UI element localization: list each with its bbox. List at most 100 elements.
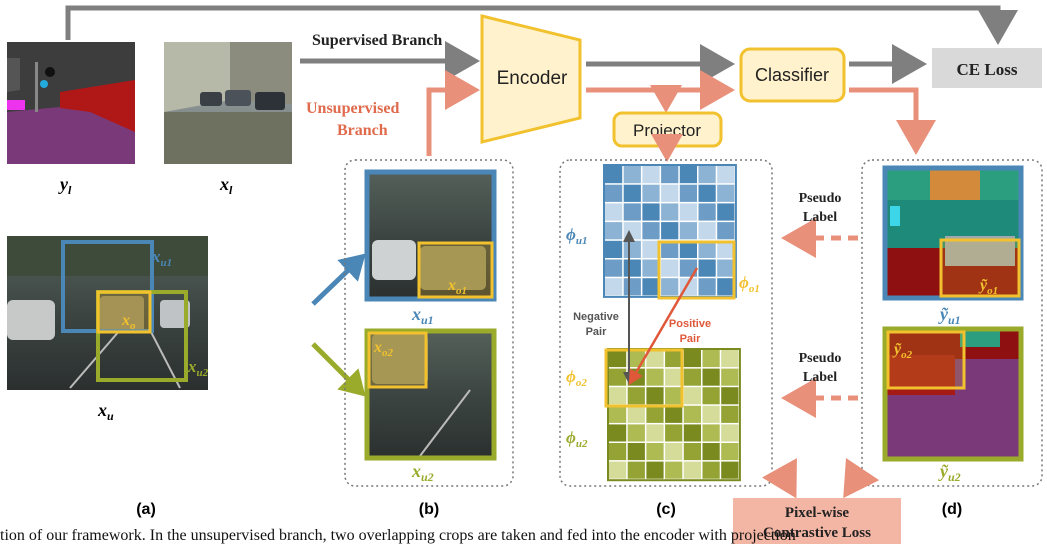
feature-cell — [609, 461, 627, 479]
feature-cell — [623, 184, 641, 202]
feature-cell — [702, 424, 720, 442]
feature-grid-u2 — [607, 348, 741, 482]
feature-cell — [702, 368, 720, 386]
positive-pair-label: Positive — [669, 318, 711, 330]
feature-cell — [698, 278, 716, 296]
xo-label-a: xo — [121, 312, 136, 332]
feature-cell — [661, 203, 679, 221]
encoder-block — [480, 14, 582, 144]
feature-cell — [665, 368, 683, 386]
encoder-label: Encoder — [497, 68, 568, 89]
feature-cell — [679, 259, 697, 277]
panel-label-d: (d) — [942, 501, 962, 518]
feature-cell — [683, 461, 701, 479]
xu2-label-a: xu2 — [187, 357, 209, 379]
feature-cell — [717, 203, 735, 221]
label-image-yl — [7, 42, 135, 164]
feature-cell — [661, 184, 679, 202]
feature-cell — [623, 203, 641, 221]
overlap-xo1-box — [417, 241, 494, 299]
negative-pair-label: Negative — [573, 311, 619, 323]
feature-cell — [683, 424, 701, 442]
panel-d-container — [861, 159, 1043, 487]
feature-cell — [702, 387, 720, 405]
feature-cell — [609, 405, 627, 423]
pseudo-label-bottom: Pseudo — [799, 351, 842, 366]
photo-xl — [164, 42, 292, 164]
feature-cell — [623, 259, 641, 277]
feature-cell — [721, 368, 739, 386]
feature-cell — [627, 405, 645, 423]
feature-cell — [702, 443, 720, 461]
crop-xu2-image — [367, 331, 494, 458]
arrow-to-xu1 — [311, 253, 366, 306]
feature-cell — [683, 405, 701, 423]
panel-c-container — [559, 159, 773, 487]
feature-cell — [642, 166, 660, 184]
feature-cell — [683, 350, 701, 368]
feature-cell — [609, 424, 627, 442]
feature-cell — [627, 461, 645, 479]
phi-o1-label: ϕo1 — [739, 273, 760, 295]
feature-cell — [717, 278, 735, 296]
feature-cell — [665, 387, 683, 405]
xl-label: xl — [219, 174, 233, 197]
feature-cell — [646, 350, 664, 368]
feature-cell — [646, 461, 664, 479]
feature-cell — [698, 259, 716, 277]
feature-cell — [605, 203, 623, 221]
feature-cell — [721, 350, 739, 368]
positive-pair-arrow — [628, 267, 699, 386]
feature-cell — [698, 166, 716, 184]
top-loop-line — [65, 5, 1018, 45]
feature-cell — [679, 184, 697, 202]
feature-cell — [605, 259, 623, 277]
feature-cell — [642, 222, 660, 240]
feature-cell — [627, 424, 645, 442]
xo1-label: xo1 — [447, 277, 467, 297]
xu1-label-b: xu1 — [411, 304, 434, 327]
arrow-c-contrastive — [761, 458, 797, 499]
phi-u1-label: ϕu1 — [566, 225, 587, 247]
yt-u1-label: ỹu1 — [938, 304, 961, 327]
feature-cell — [605, 278, 623, 296]
feature-cell — [717, 240, 735, 258]
classifier-label: Classifier — [755, 65, 829, 85]
panel-label-c: (c) — [656, 501, 676, 518]
feature-cell — [623, 240, 641, 258]
arrow-classifier-pseudo — [849, 87, 936, 155]
panel-label-b: (b) — [419, 501, 439, 518]
feature-cell — [717, 222, 735, 240]
supervised-branch-label: Supervised Branch — [312, 32, 442, 49]
feature-cell — [665, 461, 683, 479]
feature-cell — [627, 350, 645, 368]
feature-cell — [665, 443, 683, 461]
yl-label: yl — [58, 174, 72, 197]
arrow-unsupervised — [426, 70, 480, 156]
feature-cell — [698, 184, 716, 202]
overlap-xo2-box — [367, 331, 428, 389]
phi-o2-label: ϕo2 — [566, 367, 587, 389]
feature-cell — [702, 461, 720, 479]
feature-cell — [679, 203, 697, 221]
arrow-to-xu2 — [311, 342, 366, 397]
feature-cell — [665, 405, 683, 423]
feature-grid-u1 — [603, 164, 737, 298]
feature-cell — [717, 184, 735, 202]
xo2-label: xo2 — [373, 339, 394, 359]
feature-cell — [661, 222, 679, 240]
feature-cell — [609, 368, 627, 386]
feature-cell — [721, 424, 739, 442]
feature-cell — [642, 203, 660, 221]
pseudo-map-u1 — [885, 168, 1021, 298]
figure-caption: tion of our framework. In the unsupervis… — [0, 527, 796, 544]
feature-cell — [627, 443, 645, 461]
feature-cell — [702, 405, 720, 423]
classifier-block — [739, 47, 846, 103]
feature-cell — [679, 240, 697, 258]
feature-cell — [646, 424, 664, 442]
feature-cell — [661, 259, 679, 277]
feature-cell — [683, 443, 701, 461]
feature-cell — [717, 259, 735, 277]
